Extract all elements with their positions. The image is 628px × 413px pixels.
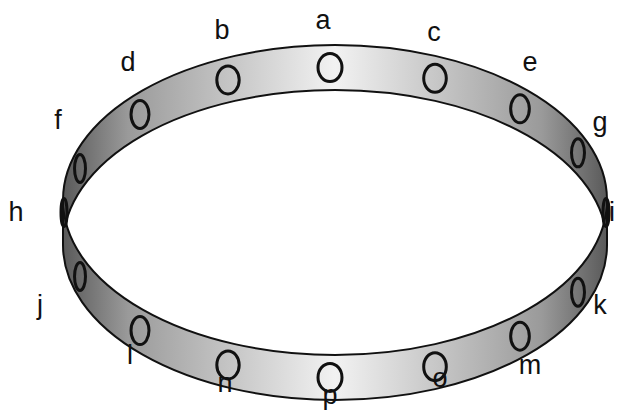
- callout-letter: o: [432, 365, 447, 392]
- hole: [572, 278, 585, 306]
- callout-letter: d: [120, 49, 135, 76]
- callout-letter: l: [127, 342, 133, 369]
- callout-letter: n: [217, 370, 232, 397]
- hole: [511, 95, 530, 123]
- band-back: [63, 45, 607, 245]
- callout-letter: b: [214, 17, 229, 44]
- band-front: [63, 200, 607, 400]
- callout-letter: c: [427, 19, 441, 46]
- callout-letter: e: [522, 49, 537, 76]
- hole: [511, 322, 530, 350]
- hole: [75, 262, 86, 290]
- callout-letter: h: [8, 199, 23, 226]
- callout-letter: j: [37, 292, 43, 319]
- callout-letter: p: [322, 382, 337, 409]
- callout-letter: g: [592, 109, 607, 136]
- hole: [603, 199, 609, 227]
- callout-letter: m: [519, 352, 542, 379]
- hole-group: [61, 54, 609, 392]
- callout-letter: a: [315, 7, 330, 34]
- hole: [572, 139, 585, 167]
- hole: [217, 66, 239, 94]
- callout-letter: i: [609, 199, 615, 226]
- hole: [75, 155, 86, 183]
- hole: [424, 64, 447, 92]
- callout-letter: f: [54, 107, 62, 134]
- hole: [318, 54, 342, 82]
- hole: [131, 100, 149, 128]
- hole: [61, 199, 67, 227]
- hole: [131, 317, 149, 345]
- callout-letter: k: [593, 292, 607, 319]
